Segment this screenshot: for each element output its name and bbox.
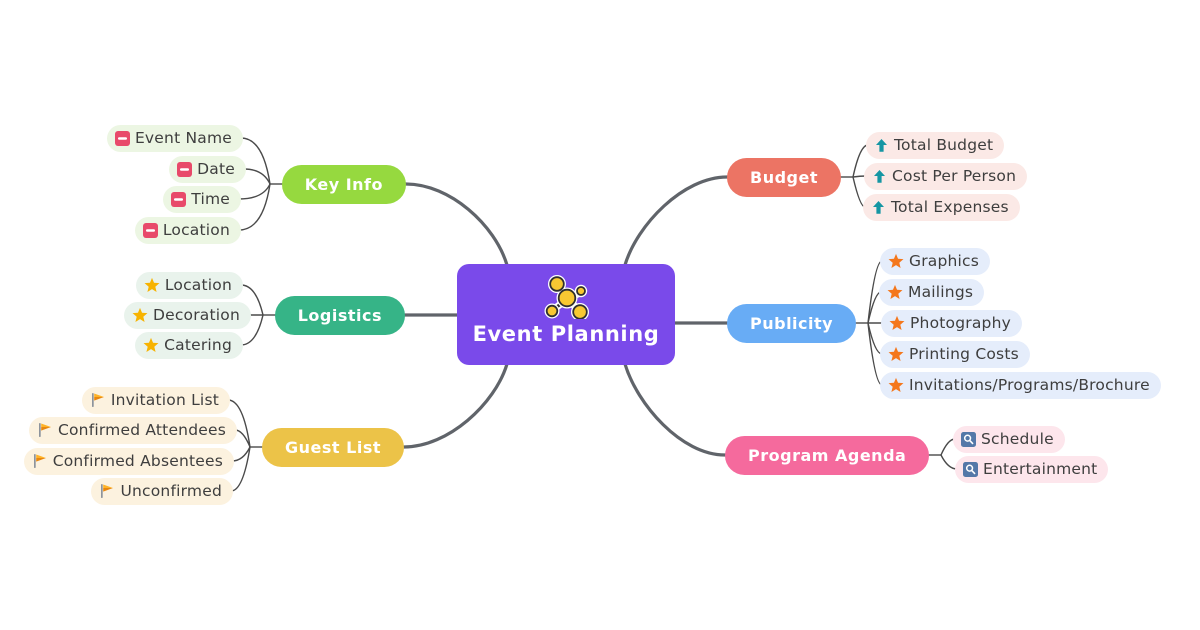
leaf-label: Invitations/Programs/Brochure xyxy=(909,376,1150,394)
star-icon xyxy=(144,277,160,293)
arrow-up-icon xyxy=(871,200,886,215)
magnifier-icon xyxy=(963,461,978,477)
branch-label: Program Agenda xyxy=(748,445,907,465)
branch-label: Publicity xyxy=(750,313,834,333)
arrow-up-icon xyxy=(874,138,889,153)
branch-node-budget[interactable]: Budget xyxy=(727,157,841,197)
leaf-node[interactable]: Invitation List xyxy=(81,386,230,414)
leaf-node[interactable]: Schedule xyxy=(953,425,1065,453)
star-icon xyxy=(888,253,904,269)
leaf-node[interactable]: Confirmed Absentees xyxy=(23,447,234,475)
leaf-node[interactable]: Printing Costs xyxy=(880,340,1030,368)
minus-square-icon xyxy=(177,161,193,177)
minus-square-icon xyxy=(171,191,187,207)
leaf-label: Total Expenses xyxy=(891,198,1009,216)
flag-icon xyxy=(32,453,48,469)
arrow-up-icon xyxy=(872,169,887,184)
leaf-label: Time xyxy=(191,190,230,208)
branch-label: Budget xyxy=(750,167,818,187)
flag-icon xyxy=(90,392,106,408)
leaf-label: Catering xyxy=(164,336,232,354)
leaf-node[interactable]: Cost Per Person xyxy=(864,162,1028,190)
leaf-node[interactable]: Unconfirmed xyxy=(91,477,233,505)
branch-label: Key Info xyxy=(304,174,383,194)
leaf-node[interactable]: Mailings xyxy=(879,278,985,306)
leaf-label: Graphics xyxy=(909,252,980,270)
branch-label: Guest List xyxy=(285,437,381,457)
leaf-node[interactable]: Date xyxy=(169,155,246,183)
star-icon xyxy=(888,377,904,393)
minus-square-icon xyxy=(142,222,158,238)
leaf-label: Photography xyxy=(910,314,1011,332)
leaf-node[interactable]: Confirmed Attendees xyxy=(28,416,237,444)
branch-node-logistics[interactable]: Logistics xyxy=(274,295,405,335)
branch-node-guest-list[interactable]: Guest List xyxy=(262,427,404,467)
star-icon xyxy=(888,346,904,362)
leaf-label: Location xyxy=(162,221,230,239)
leaf-node[interactable]: Entertainment xyxy=(955,455,1109,483)
leaf-node[interactable]: Location xyxy=(134,216,241,244)
leaf-label: Printing Costs xyxy=(909,345,1019,363)
root-node[interactable]: Event Planning xyxy=(457,264,675,365)
leaf-node[interactable]: Location xyxy=(135,271,243,299)
leaf-node[interactable]: Event Name xyxy=(106,124,243,152)
star-icon xyxy=(887,284,903,300)
leaf-label: Date xyxy=(197,160,235,178)
branch-node-key-info[interactable]: Key Info xyxy=(281,164,406,204)
leaf-label: Confirmed Absentees xyxy=(52,452,223,470)
root-label: Event Planning xyxy=(472,322,660,346)
leaf-label: Entertainment xyxy=(983,460,1098,478)
leaf-node[interactable]: Time xyxy=(163,185,241,213)
leaf-node[interactable]: Graphics xyxy=(880,247,991,275)
flag-icon xyxy=(37,422,53,438)
branch-node-publicity[interactable]: Publicity xyxy=(727,303,857,343)
star-icon xyxy=(143,337,159,353)
leaf-label: Location xyxy=(164,276,232,294)
leaf-node[interactable]: Invitations/Programs/Brochure xyxy=(880,371,1161,399)
branch-node-program-agenda[interactable]: Program Agenda xyxy=(725,435,930,475)
leaf-label: Confirmed Attendees xyxy=(57,421,226,439)
leaf-label: Schedule xyxy=(981,430,1054,448)
magnifier-icon xyxy=(961,431,976,447)
leaf-label: Invitation List xyxy=(110,391,219,409)
leaf-label: Mailings xyxy=(908,283,974,301)
branch-label: Logistics xyxy=(297,305,382,325)
leaf-node[interactable]: Decoration xyxy=(123,301,251,329)
star-icon xyxy=(132,307,148,323)
leaf-label: Unconfirmed xyxy=(120,482,222,500)
molecule-icon xyxy=(543,275,589,321)
star-icon xyxy=(889,315,905,331)
leaf-node[interactable]: Total Budget xyxy=(866,131,1005,159)
leaf-label: Cost Per Person xyxy=(892,167,1017,185)
leaf-label: Total Budget xyxy=(894,136,994,154)
flag-icon xyxy=(99,483,115,499)
leaf-node[interactable]: Catering xyxy=(135,331,243,359)
leaf-label: Event Name xyxy=(134,129,232,147)
leaf-node[interactable]: Total Expenses xyxy=(863,193,1020,221)
leaf-node[interactable]: Photography xyxy=(881,309,1022,337)
minus-square-icon xyxy=(114,130,130,146)
leaf-label: Decoration xyxy=(152,306,240,324)
